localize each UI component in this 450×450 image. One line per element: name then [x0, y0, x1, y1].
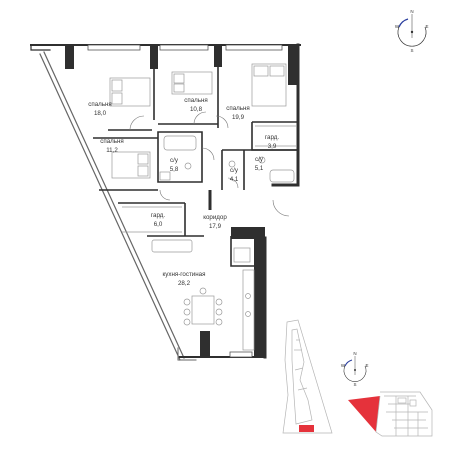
room-kitchen-living: кухня-гостиная 28,2 — [163, 271, 206, 287]
compass-east-letter: E — [425, 24, 428, 29]
building-key-plan — [348, 391, 433, 437]
room-area: 4,1 — [230, 176, 239, 183]
room-area: 6,0 — [154, 221, 163, 228]
room-name: гард. — [151, 212, 165, 219]
room-wardrobe-1: гард. 3,9 — [265, 134, 279, 150]
room-wardrobe-2: гард. 6,0 — [151, 212, 165, 228]
room-bedroom-1: спальня 18,0 — [88, 101, 112, 117]
room-name: с/у — [170, 157, 179, 164]
room-bedroom-3: спальня 19,9 — [226, 105, 250, 121]
room-area: 5,1 — [255, 165, 264, 172]
room-area: 19,9 — [232, 114, 245, 121]
room-bathroom-3: с/у 5,1 — [255, 156, 264, 172]
room-name: кухня-гостиная — [163, 271, 206, 278]
furniture — [109, 63, 296, 351]
interior-walls — [93, 66, 298, 267]
room-bedroom-4: спальня 11,2 — [100, 138, 124, 154]
compass-icon: N W E S — [341, 351, 369, 387]
structural-columns — [65, 45, 298, 358]
room-labels: спальня 18,0 спальня 10,8 спальня 19,9 с… — [88, 97, 279, 287]
room-area: 5,8 — [170, 166, 179, 173]
room-area: 28,2 — [178, 280, 191, 287]
doors — [129, 111, 290, 217]
room-name: спальня — [184, 97, 208, 104]
room-name: спальня — [88, 101, 112, 108]
compass-west-letter: W — [395, 24, 400, 29]
room-corridor: коридор 17,9 — [203, 214, 227, 230]
compass-icon: N W E S — [395, 9, 429, 53]
room-bedroom-2: спальня 10,8 — [184, 97, 208, 113]
room-name: спальня — [226, 105, 250, 112]
room-name: гард. — [265, 134, 279, 141]
room-area: 3,9 — [268, 143, 277, 150]
compass-east-letter: E — [365, 363, 368, 368]
windows — [87, 44, 283, 358]
site-plan-map — [282, 319, 333, 434]
room-area: 11,2 — [106, 147, 118, 154]
room-bathroom-1: с/у 5,8 — [170, 157, 179, 173]
room-name: спальня — [100, 138, 124, 145]
compass-west-letter: W — [341, 363, 346, 368]
room-area: 10,8 — [190, 106, 203, 113]
room-bathroom-2: с/у 4,1 — [230, 167, 239, 183]
room-name: с/у — [255, 156, 264, 163]
room-name: с/у — [230, 167, 239, 174]
room-area: 18,0 — [94, 110, 107, 117]
room-name: коридор — [203, 214, 227, 221]
compass-south-letter: S — [353, 382, 356, 387]
compass-north-letter: N — [353, 351, 356, 356]
compass-south-letter: S — [410, 48, 413, 53]
compass-north-letter: N — [410, 9, 413, 14]
room-area: 17,9 — [209, 223, 222, 230]
